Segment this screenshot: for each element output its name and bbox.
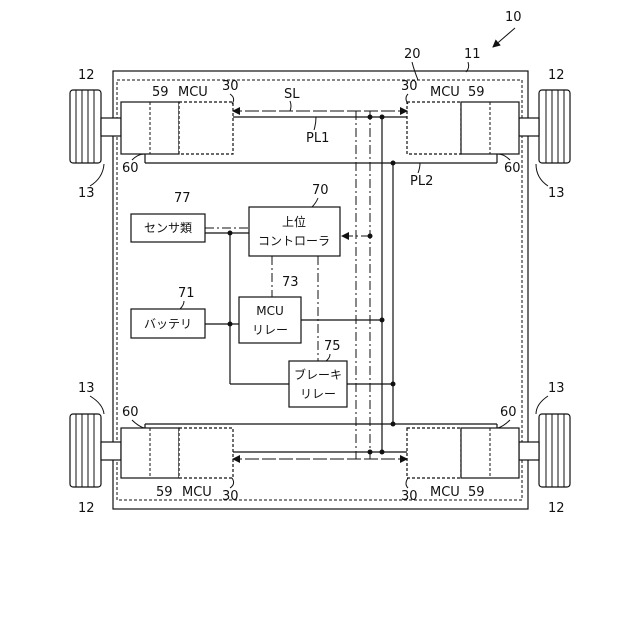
ref-axle-rl: 13 xyxy=(78,381,95,396)
ref-axle-fl: 13 xyxy=(78,186,95,201)
motor-unit-rear-left xyxy=(121,428,233,478)
ref-60-rl: 60 xyxy=(122,405,139,420)
ref-30-fr: 30 xyxy=(401,79,418,94)
ref-59-fr: 59 xyxy=(468,85,485,100)
label-sl: SL xyxy=(284,87,300,102)
ref-30-fl: 30 xyxy=(222,79,239,94)
mcu-relay-line2: リレー xyxy=(252,323,288,337)
label-pl1: PL1 xyxy=(306,131,329,146)
ref-30-rr: 30 xyxy=(401,489,418,504)
brake-relay-line2: リレー xyxy=(300,387,336,401)
ref-59-rl: 59 xyxy=(156,485,173,500)
motor-unit-front-left xyxy=(121,102,233,154)
sensors-label: センサ類 xyxy=(144,221,192,235)
ref-brake-relay: 75 xyxy=(324,339,341,354)
battery-label: バッテリ xyxy=(144,317,192,331)
ref-vehicle: 10 xyxy=(505,10,522,25)
upper-controller-line1: 上位 xyxy=(282,214,306,229)
motor-unit-rear-right xyxy=(407,428,519,478)
ref-wheel-rl: 12 xyxy=(78,501,95,516)
ref-59-fl: 59 xyxy=(152,85,169,100)
ref-frame: 20 xyxy=(404,47,421,62)
ref-wheel-fl: 12 xyxy=(78,68,95,83)
motor-unit-front-right xyxy=(407,102,519,154)
ref-60-fl: 60 xyxy=(122,161,139,176)
ref-vehicle-arrow xyxy=(493,28,515,47)
ref-60-rr: 60 xyxy=(500,405,517,420)
ref-59-rr: 59 xyxy=(468,485,485,500)
ref-mcu-relay: 73 xyxy=(282,275,299,290)
brake-relay-line1: ブレーキ xyxy=(294,367,342,382)
mcu-label-fr: MCU xyxy=(430,85,460,100)
ref-body: 11 xyxy=(464,47,481,62)
mcu-label-rr: MCU xyxy=(430,485,460,500)
upper-controller-line2: コントローラ xyxy=(258,234,330,248)
mcu-label-fl: MCU xyxy=(178,85,208,100)
mcu-label-rl: MCU xyxy=(182,485,212,500)
mcu-relay-line1: MCU xyxy=(256,304,284,318)
ref-60-fr: 60 xyxy=(504,161,521,176)
ref-wheel-rr: 12 xyxy=(548,501,565,516)
ref-30-rl: 30 xyxy=(222,489,239,504)
label-pl2: PL2 xyxy=(410,174,433,189)
ref-axle-fr: 13 xyxy=(548,186,565,201)
ref-battery: 71 xyxy=(178,286,195,301)
ref-axle-rr: 13 xyxy=(548,381,565,396)
ref-sensors: 77 xyxy=(174,191,191,206)
ref-wheel-fr: 12 xyxy=(548,68,565,83)
ref-controller: 70 xyxy=(312,183,329,198)
